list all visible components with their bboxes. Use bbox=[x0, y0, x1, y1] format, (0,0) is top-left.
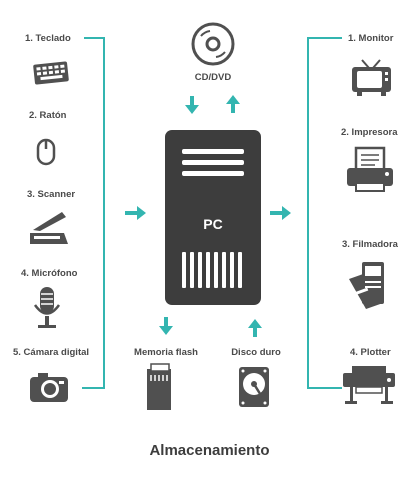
arrow-cd-to-pc bbox=[185, 96, 199, 114]
mouse-icon bbox=[36, 138, 56, 166]
plotter-icon bbox=[343, 366, 395, 404]
arrow-inputs-to-pc bbox=[125, 206, 146, 220]
input-label-microfono: 4. Micrófono bbox=[21, 268, 78, 279]
output-label-monitor: 1. Monitor bbox=[348, 33, 394, 44]
output-label-plotter: 4. Plotter bbox=[350, 347, 391, 358]
storage-label-memoria-flash: Memoria flash bbox=[134, 347, 198, 358]
microphone-icon bbox=[33, 287, 61, 328]
input-bracket bbox=[82, 37, 105, 389]
cd-dvd-label: CD/DVD bbox=[194, 72, 232, 83]
diagram-caption: Almacenamiento bbox=[149, 442, 270, 459]
arrow-pc-to-flash bbox=[159, 317, 173, 335]
input-label-camara-digital: 5. Cámara digital bbox=[13, 347, 90, 358]
memory-card-icon bbox=[147, 363, 171, 410]
hard-disk-icon bbox=[239, 367, 269, 407]
arrow-disk-to-pc bbox=[248, 319, 262, 337]
pc-tower-icon bbox=[165, 130, 261, 305]
cd-dvd-icon bbox=[191, 22, 235, 66]
output-bracket bbox=[307, 37, 342, 389]
storage-label-disco-duro: Disco duro bbox=[231, 347, 281, 358]
filmadora-icon bbox=[349, 262, 384, 309]
arrow-pc-to-cd bbox=[226, 95, 240, 113]
input-label-teclado: 1. Teclado bbox=[25, 33, 71, 44]
input-label-raton: 2. Ratón bbox=[29, 110, 67, 121]
pc-label: PC bbox=[203, 216, 223, 232]
scanner-icon bbox=[30, 212, 68, 244]
input-label-scanner: 3. Scanner bbox=[27, 189, 76, 200]
output-label-impresora: 2. Impresora bbox=[341, 127, 398, 138]
output-label-filmadora: 3. Filmadora bbox=[342, 239, 398, 250]
monitor-icon bbox=[352, 59, 391, 96]
arrow-pc-to-outputs bbox=[270, 206, 291, 220]
printer-icon bbox=[347, 146, 393, 192]
camera-icon bbox=[30, 373, 68, 402]
keyboard-icon bbox=[33, 61, 69, 85]
